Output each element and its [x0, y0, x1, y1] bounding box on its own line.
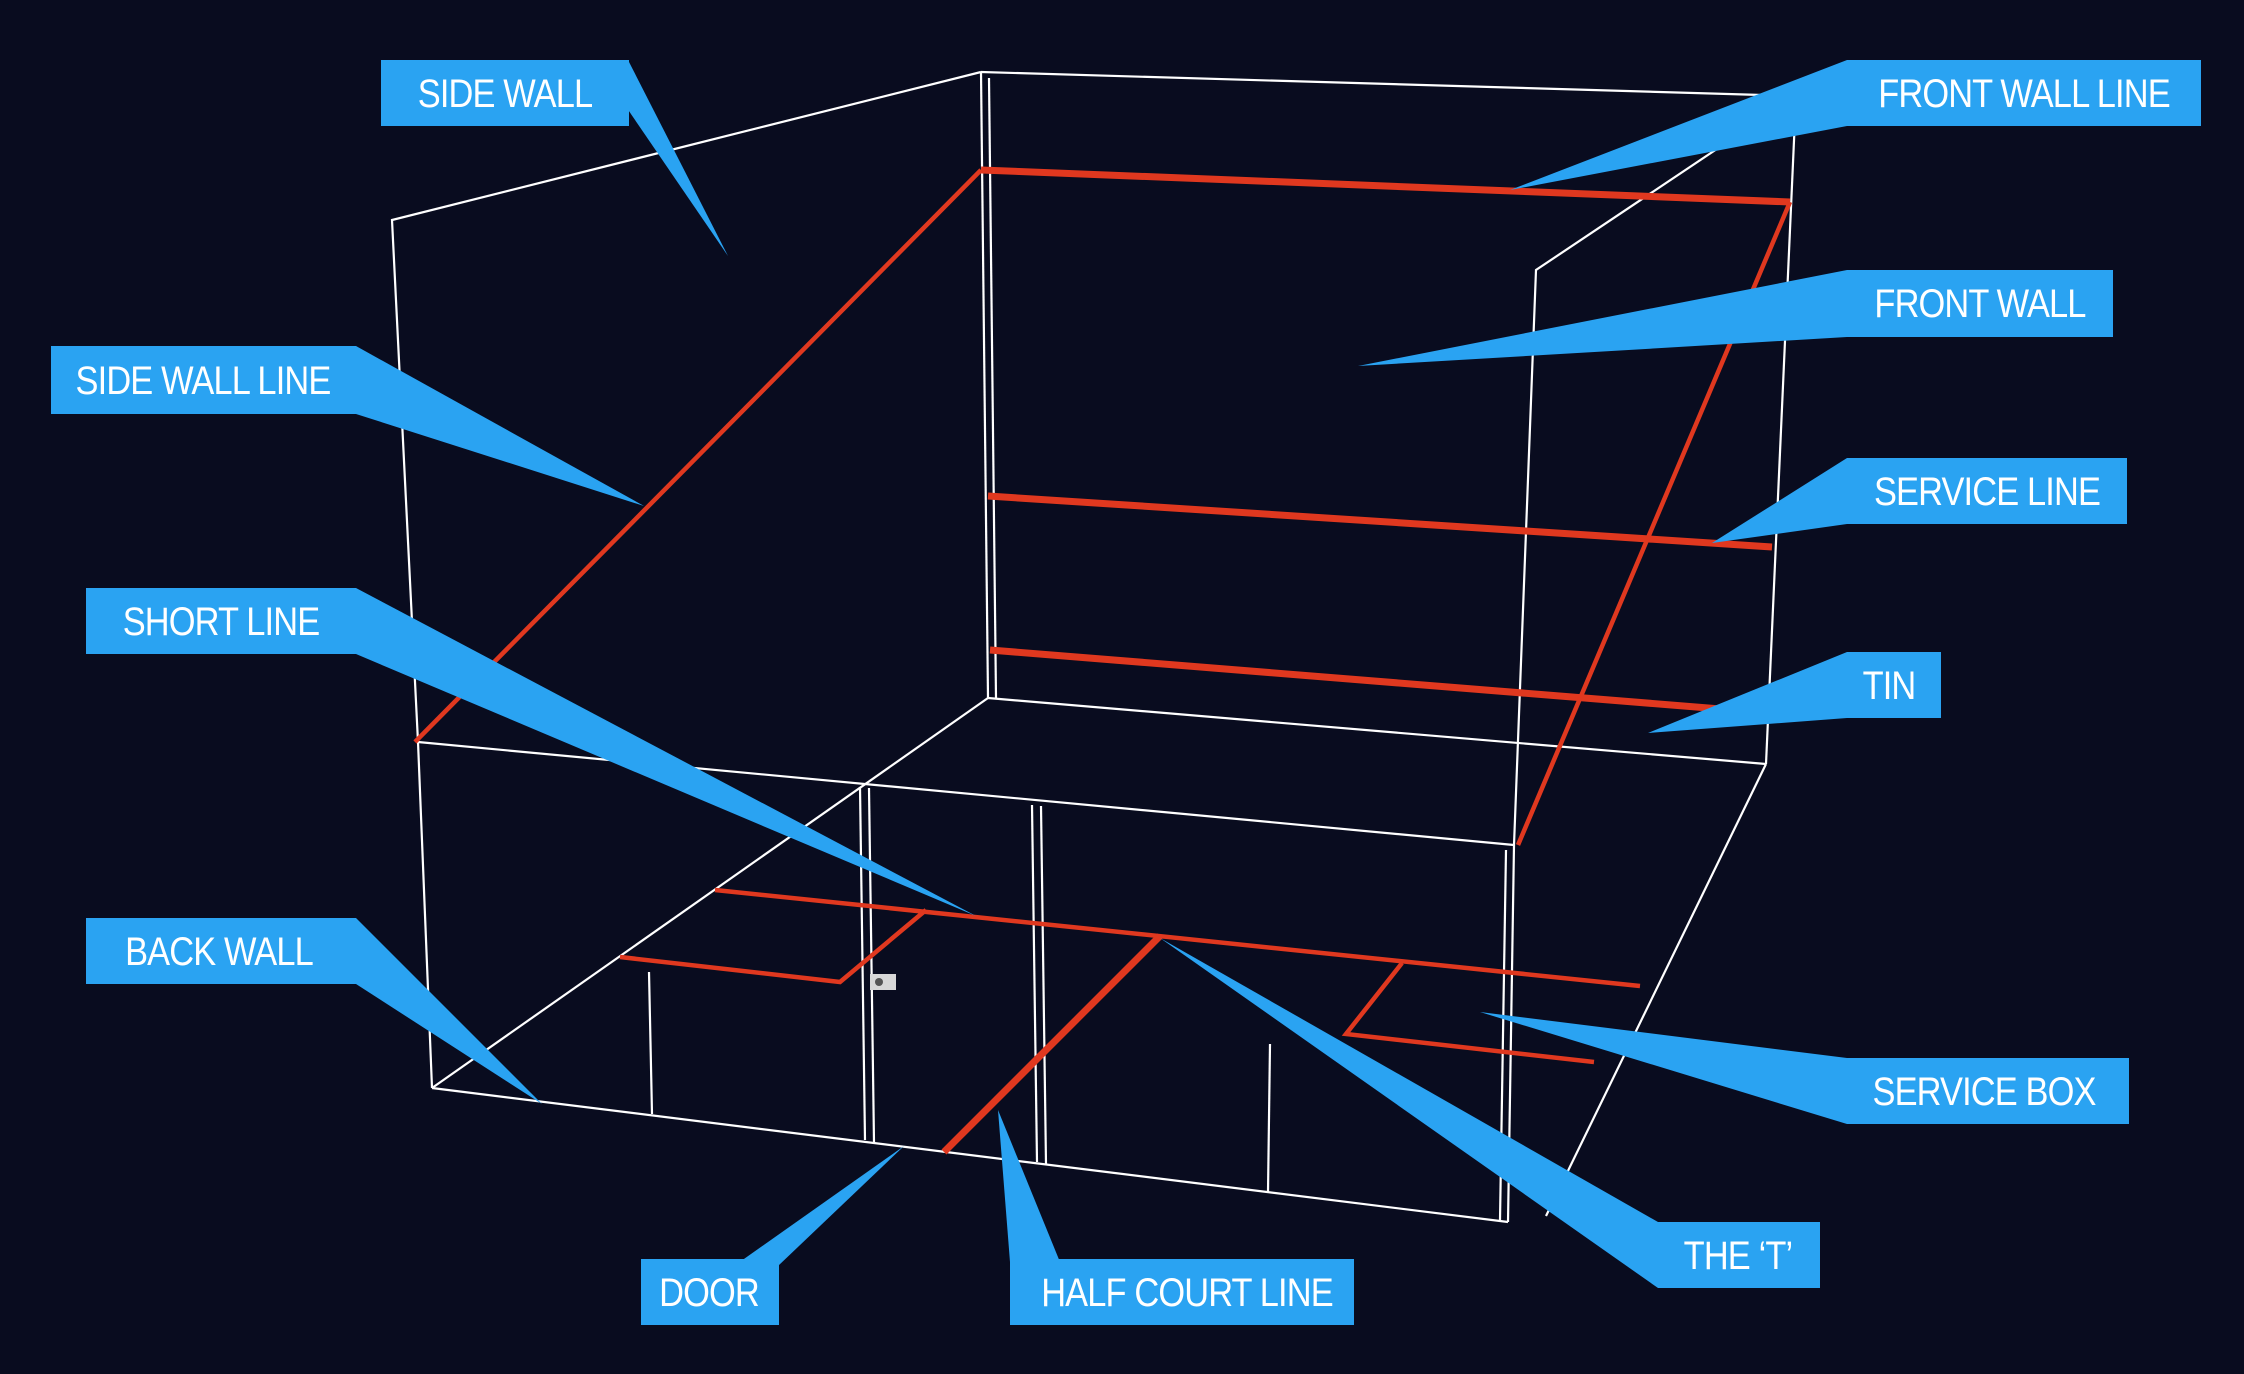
door-pointer: [734, 1146, 904, 1266]
service-box-right: [1341, 961, 1595, 1065]
back-wall-mark-left: [647, 971, 654, 1115]
front-wall-right-edge: [1764, 95, 1798, 765]
side-wall-line-label-text: SIDE WALL LINE: [76, 358, 331, 403]
tin-label: TIN: [1847, 652, 1941, 718]
tin-pointer: [1648, 652, 1847, 733]
side-wall-line-label: SIDE WALL LINE: [51, 346, 356, 414]
left-side-wall-back-edge: [416, 741, 434, 1089]
service-box-left: [619, 908, 928, 985]
right-side-wall-outline: [1512, 95, 1797, 846]
back-wall-label-text: BACK WALL: [125, 929, 313, 974]
door-handle-knob: [875, 978, 883, 986]
door-label-text: DOOR: [659, 1270, 759, 1315]
the-t-label-text: THE ‘T’: [1684, 1233, 1793, 1278]
door-right-edge: [1030, 804, 1039, 1163]
front-wall-top-edge: [980, 70, 1797, 98]
the-t-label: THE ‘T’: [1658, 1222, 1820, 1288]
front-wall-left-edge-inner: [987, 77, 998, 699]
back-wall-mark-right: [1266, 1043, 1272, 1193]
service-line: [987, 492, 1773, 551]
door-left-edge-inner: [867, 787, 876, 1143]
side-wall-line-left: [413, 168, 983, 744]
service-line-pointer: [1712, 458, 1847, 543]
side-wall-label: SIDE WALL: [381, 60, 629, 126]
front-wall-line-pointer: [1510, 60, 1847, 190]
half-court-line-label-text: HALF COURT LINE: [1041, 1270, 1333, 1315]
short-line-pointer: [356, 588, 976, 916]
front-wall-label-text: FRONT WALL: [1874, 281, 2085, 326]
the-t-pointer: [1160, 938, 1658, 1288]
front-wall-line: [980, 166, 1791, 206]
front-wall-label: FRONT WALL: [1847, 270, 2113, 337]
tin-line: [989, 646, 1759, 716]
front-wall-pointer: [1358, 270, 1847, 366]
back-wall-pointer: [356, 918, 542, 1104]
back-wall-bottom-edge: [431, 1086, 1509, 1224]
service-box-label: SERVICE BOX: [1847, 1058, 2129, 1124]
door-right-edge-inner: [1039, 805, 1048, 1165]
tin-label-text: TIN: [1863, 663, 1916, 708]
callout-pointers: [356, 60, 1847, 1288]
front-wall-line-label-text: FRONT WALL LINE: [1878, 71, 2170, 116]
half-court-line-label: HALF COURT LINE: [1010, 1259, 1354, 1325]
back-wall-top-edge: [417, 740, 1515, 847]
short-line-label-text: SHORT LINE: [123, 599, 320, 644]
front-wall-floor-edge: [987, 696, 1767, 766]
short-line-label: SHORT LINE: [86, 588, 356, 654]
side-wall-line-pointer: [356, 346, 644, 506]
left-floor-edge: [431, 697, 989, 1089]
right-side-wall-floor-edge: [1545, 763, 1767, 1217]
labels: SIDE WALL FRONT WALL LINE FRONT WALL SID…: [51, 60, 2201, 1325]
left-side-wall-outline: [390, 70, 982, 743]
court-wireframe: [390, 70, 1798, 1224]
door-label: DOOR: [641, 1259, 779, 1325]
side-wall-label-text: SIDE WALL: [418, 71, 593, 116]
service-box-pointer: [1480, 1012, 1847, 1124]
service-line-label-text: SERVICE LINE: [1874, 469, 2100, 514]
back-wall-label: BACK WALL: [86, 918, 356, 984]
court-lines: [413, 166, 1793, 1155]
half-court-line-pointer: [998, 1110, 1060, 1262]
service-box-label-text: SERVICE BOX: [1873, 1069, 2097, 1114]
half-court-line: [941, 933, 1163, 1155]
front-wall-left-edge: [979, 71, 990, 699]
service-line-label: SERVICE LINE: [1847, 458, 2127, 524]
short-line: [714, 887, 1641, 989]
front-wall-line-label: FRONT WALL LINE: [1847, 60, 2201, 126]
